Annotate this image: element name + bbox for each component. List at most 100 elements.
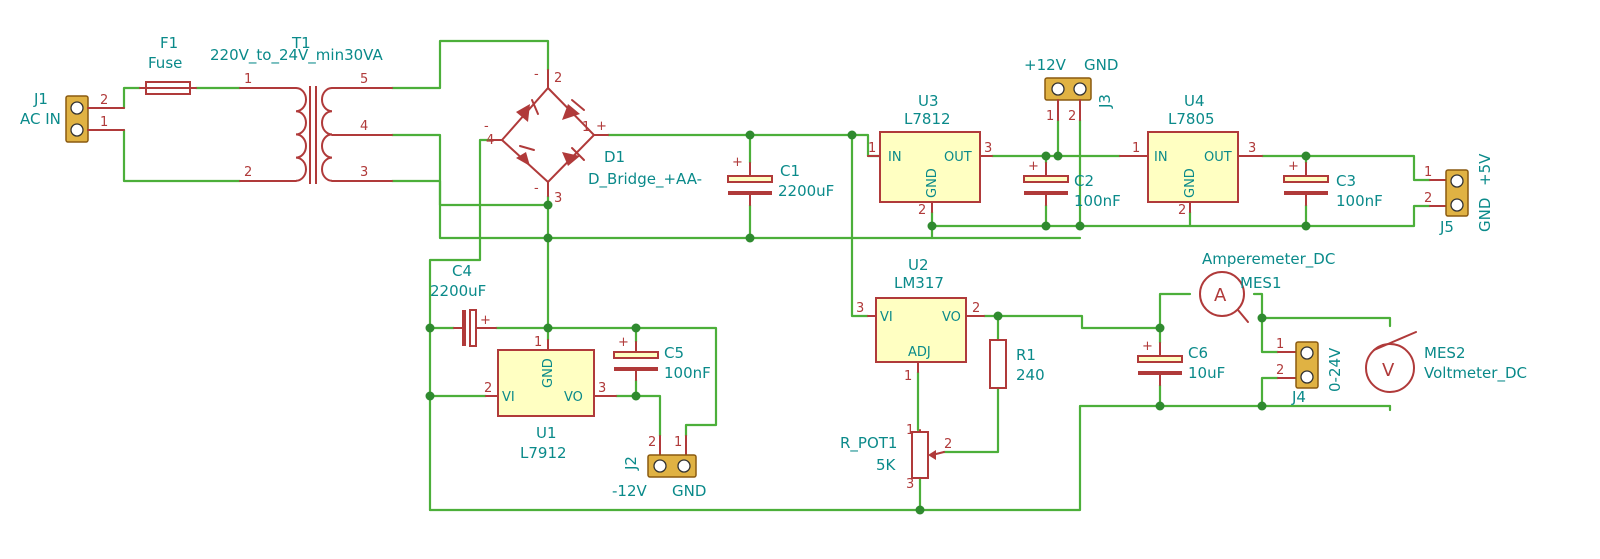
j3-label-12v: +12V [1024, 56, 1067, 74]
d1-sign-bottom: - [534, 181, 539, 196]
c5-value: 100nF [664, 364, 711, 382]
mes2-ref: MES2 [1424, 344, 1465, 362]
c4-plus: + [480, 313, 491, 328]
capacitor-c2: + C2 100nF [1023, 159, 1121, 210]
j5-ref: J5 [1439, 218, 1454, 236]
c3-value: 100nF [1336, 192, 1383, 210]
u1-pin-1: 1 [534, 335, 542, 350]
u3-pin-3: 3 [984, 141, 992, 156]
u3-pin-gnd: GND [925, 168, 940, 198]
u3-pin-2: 2 [918, 203, 926, 218]
c2-value: 100nF [1074, 192, 1121, 210]
t1-ref: T1 [291, 34, 311, 52]
u1-value: L7912 [520, 444, 567, 462]
j5-pin-2: 2 [1424, 191, 1432, 206]
u1-pin-gnd: GND [541, 358, 556, 388]
u2-pin-vo: VO [942, 310, 961, 325]
t1-pin-4: 4 [360, 119, 368, 134]
capacitor-c5: + C5 100nF [613, 335, 711, 382]
regulator-u3: IN OUT GND 1 3 2 U3 L7812 [867, 92, 993, 218]
connector-j4: 1 2 J4 0-24V [1276, 337, 1344, 406]
mes2-symbol: V [1382, 360, 1395, 381]
resistor-r1: R1 240 [989, 339, 1045, 389]
connector-j1: J1 AC IN 2 1 [20, 90, 125, 143]
j4-ref: J4 [1291, 388, 1306, 406]
j2-pin-1: 1 [674, 435, 682, 450]
rpot1-value: 5K [876, 456, 897, 474]
bridge-d1: 2 4 3 1 - - - + D1 D_Bridge_+AA- [484, 67, 702, 206]
regulator-u1: VI VO GND 2 3 1 U1 L7912 [484, 335, 617, 462]
j3-pin-2: 2 [1068, 109, 1076, 124]
junctions [425, 130, 1311, 515]
c2-ref: C2 [1074, 172, 1094, 190]
u4-pin-gnd: GND [1183, 168, 1198, 198]
u1-pin-vo: VO [564, 390, 583, 405]
d1-sign-right: + [596, 119, 607, 134]
t1-pin-2: 2 [244, 165, 252, 180]
regulator-u2: VI VO ADJ 3 2 1 U2 LM317 [856, 256, 985, 384]
c6-value: 10uF [1188, 364, 1225, 382]
fuse-f1: F1 Fuse [139, 34, 197, 95]
u4-pin-2: 2 [1178, 203, 1186, 218]
voltmeter-mes2: V MES2 Voltmeter_DC [1365, 331, 1527, 393]
u3-pin-in: IN [888, 150, 902, 165]
r1-value: 240 [1016, 366, 1045, 384]
t1-pin-1: 1 [244, 72, 252, 87]
u1-ref: U1 [536, 424, 557, 442]
rpot1-pin-3: 3 [906, 477, 914, 492]
d1-ref: D1 [604, 148, 625, 166]
j2-label-minus12v: -12V [612, 482, 647, 500]
u4-ref: U4 [1184, 92, 1205, 110]
j5-label-gnd: GND [1476, 198, 1494, 232]
regulator-u4: IN OUT GND 1 3 2 U4 L7805 [1119, 92, 1263, 218]
t1-value: 220V_to_24V_min30VA [210, 46, 383, 65]
j3-ref: J3 [1096, 94, 1114, 109]
j5-pin-1: 1 [1424, 165, 1432, 180]
u1-pin-3: 3 [598, 381, 606, 396]
mes1-ref: MES1 [1240, 274, 1281, 292]
mes1-value: Amperemeter_DC [1202, 250, 1335, 269]
mes1-symbol: A [1214, 285, 1227, 306]
j4-pin-2: 2 [1276, 363, 1284, 378]
j2-label-gnd: GND [672, 482, 706, 500]
u4-pin-in: IN [1154, 150, 1168, 165]
r1-ref: R1 [1016, 346, 1036, 364]
j3-pin-1: 1 [1046, 109, 1054, 124]
rpot1-ref: R_POT1 [840, 434, 897, 453]
u4-value: L7805 [1168, 110, 1215, 128]
d1-pin-2: 2 [554, 71, 562, 86]
u3-pin-out: OUT [944, 150, 972, 165]
j2-ref: J2 [622, 456, 640, 471]
u3-value: L7812 [904, 110, 951, 128]
c3-plus: + [1288, 159, 1299, 174]
u2-pin-2: 2 [972, 301, 980, 316]
j1-pin-1: 1 [100, 115, 108, 130]
d1-pin-4: 4 [486, 133, 494, 148]
u3-ref: U3 [918, 92, 939, 110]
u4-pin-out: OUT [1204, 150, 1232, 165]
c1-ref: C1 [780, 162, 800, 180]
u2-ref: U2 [908, 256, 929, 274]
t1-pin-3: 3 [360, 165, 368, 180]
u2-pin-1: 1 [904, 369, 912, 384]
d1-value: D_Bridge_+AA- [588, 170, 702, 189]
capacitor-c3: + C3 100nF [1283, 159, 1383, 210]
d1-pin-1: 1 [582, 120, 590, 135]
d1-pin-3: 3 [554, 191, 562, 206]
j1-ref: J1 [33, 90, 48, 108]
d1-sign-left: - [484, 119, 489, 134]
capacitor-c4: + C4 2200uF [430, 262, 497, 347]
u1-pin-vi: VI [502, 390, 515, 405]
c5-plus: + [618, 335, 629, 350]
capacitor-c1: + C1 2200uF [727, 155, 834, 206]
potentiometer-rpot1: 1 2 3 R_POT1 5K [840, 423, 952, 492]
j4-pin-1: 1 [1276, 337, 1284, 352]
c4-ref: C4 [452, 262, 472, 280]
c6-ref: C6 [1188, 344, 1208, 362]
c3-ref: C3 [1336, 172, 1356, 190]
j3-label-gnd: GND [1084, 56, 1118, 74]
c6-plus: + [1142, 339, 1153, 354]
d1-sign-top: - [534, 67, 539, 82]
capacitor-c6: + C6 10uF [1137, 339, 1225, 386]
